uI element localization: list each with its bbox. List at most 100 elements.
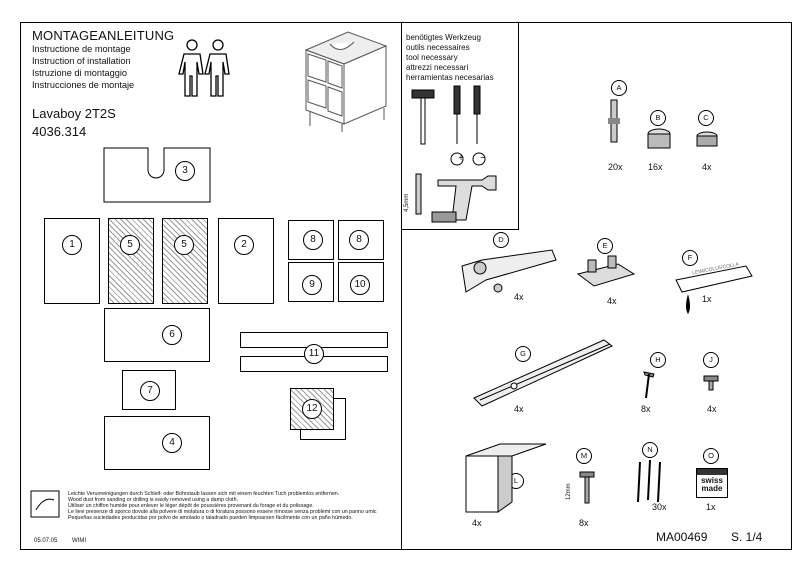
hardware-qty-b: 16x bbox=[648, 162, 663, 172]
tools-line-es: herramientas necesarias bbox=[406, 73, 494, 82]
hardware-qty-o: 1x bbox=[706, 502, 716, 512]
hardware-qty-g: 4x bbox=[514, 404, 524, 414]
sticker-line-1: swiss bbox=[701, 476, 723, 485]
screwdriver-plus-icon bbox=[453, 85, 461, 144]
note-line-it: Le lievi presenze di sporco dovute alla … bbox=[68, 509, 377, 515]
hardware-qty-j: 4x bbox=[707, 404, 717, 414]
tools-line-en: tool necessary bbox=[406, 53, 458, 62]
panel-4-drawing bbox=[104, 416, 210, 470]
subtitle-fr: Instructione de montage bbox=[32, 44, 131, 54]
panel-label-8b: 8 bbox=[349, 230, 369, 250]
hardware-label-f: F bbox=[682, 250, 698, 266]
bolt-icon bbox=[579, 471, 595, 504]
hardware-label-n: N bbox=[642, 442, 658, 458]
hardware-label-c: C bbox=[698, 110, 714, 126]
sticker-line-2: made bbox=[701, 484, 723, 493]
page-frame bbox=[20, 22, 792, 550]
hardware-qty-m: 8x bbox=[579, 518, 589, 528]
panel-label-12: 12 bbox=[302, 399, 322, 419]
hardware-label-a: A bbox=[611, 80, 627, 96]
plus-symbol: + bbox=[458, 153, 464, 164]
panel-5a-drawing bbox=[108, 218, 154, 304]
swiss-made-sticker: swiss made bbox=[696, 468, 728, 498]
note-line-de: Leichte Verunreinigungen durch Schleif- … bbox=[68, 491, 340, 497]
panel-label-4: 4 bbox=[162, 433, 182, 453]
drawer-runner-icon bbox=[473, 339, 613, 407]
hinge-plate-icon bbox=[576, 255, 636, 287]
bumper-icon bbox=[703, 375, 719, 391]
tools-box bbox=[401, 22, 519, 230]
drill-size-label: 4,5mm bbox=[404, 193, 410, 212]
screwdriver-minus-icon bbox=[473, 85, 481, 144]
hardware-qty-c: 4x bbox=[702, 162, 712, 172]
panel-label-7: 7 bbox=[140, 381, 160, 401]
hammer-icon bbox=[411, 89, 435, 145]
subtitle-it: Istruzione di montaggio bbox=[32, 68, 127, 78]
slotted-symbol-icon bbox=[472, 152, 486, 166]
panel-label-2: 2 bbox=[234, 235, 254, 255]
hinge-icon bbox=[461, 249, 557, 293]
nails-icon bbox=[637, 459, 661, 503]
page-divider bbox=[401, 22, 402, 550]
footer-author: WIMI bbox=[72, 538, 86, 544]
article-number: 4036.314 bbox=[32, 124, 87, 139]
tools-line-de: benötigtes Werkzeug bbox=[406, 33, 482, 42]
two-persons-icon bbox=[178, 39, 230, 97]
hardware-qty-l: 4x bbox=[472, 518, 482, 528]
panel-6-drawing bbox=[104, 308, 210, 362]
hardware-label-j: J bbox=[703, 352, 719, 368]
tools-line-fr: outils necessaires bbox=[406, 43, 470, 52]
glue-bottle-icon bbox=[675, 265, 753, 314]
note-line-en: Wood dust from sanding or drilling is ea… bbox=[68, 497, 239, 503]
panel-label-3: 3 bbox=[175, 161, 195, 181]
screw-icon bbox=[643, 371, 655, 399]
footer-doc-number: MA00469 bbox=[656, 530, 708, 544]
panel-2-drawing bbox=[218, 218, 274, 304]
phillips-symbol-icon bbox=[450, 152, 464, 166]
subtitle-en: Instruction of installation bbox=[32, 56, 131, 66]
panel-label-6: 6 bbox=[162, 325, 182, 345]
note-line-fr: Utiliser un chiffon humide pour enlever … bbox=[68, 503, 314, 509]
dowel-icon bbox=[608, 99, 620, 143]
panel-label-1: 1 bbox=[62, 235, 82, 255]
hardware-qty-a: 20x bbox=[608, 162, 623, 172]
hardware-qty-n: 30x bbox=[652, 502, 667, 512]
panel-label-5b: 5 bbox=[174, 235, 194, 255]
drill-bit-icon bbox=[415, 173, 422, 215]
hardware-label-d: D bbox=[493, 232, 509, 248]
cleaning-cloth-icon bbox=[30, 490, 60, 518]
panel-9-drawing bbox=[288, 262, 334, 302]
footer-page: S. 1/4 bbox=[731, 530, 763, 544]
hardware-label-m: M bbox=[576, 448, 592, 464]
hardware-qty-d: 4x bbox=[514, 292, 524, 302]
panel-10-drawing bbox=[338, 262, 384, 302]
hardware-qty-e: 4x bbox=[607, 296, 617, 306]
tools-line-it: attrezzi necessari bbox=[406, 63, 469, 72]
panel-7-drawing bbox=[122, 370, 176, 410]
connector-cap-icon bbox=[696, 131, 718, 147]
hardware-label-h: H bbox=[650, 352, 666, 368]
panel-label-11: 11 bbox=[304, 344, 324, 364]
panel-8b-drawing bbox=[338, 220, 384, 260]
footer-date: 05.07.05 bbox=[34, 538, 58, 544]
hardware-label-o: O bbox=[703, 448, 719, 464]
panel-label-8a: 8 bbox=[303, 230, 323, 250]
panel-1-drawing bbox=[44, 218, 100, 304]
leg-icon bbox=[465, 443, 547, 513]
hardware-qty-h: 8x bbox=[641, 404, 651, 414]
hardware-label-e: E bbox=[597, 238, 613, 254]
subtitle-es: Instrucciones de montaje bbox=[32, 80, 135, 90]
panel-label-9: 9 bbox=[302, 275, 322, 295]
panel-5b-drawing bbox=[162, 218, 208, 304]
hardware-qty-f: 1x bbox=[702, 294, 712, 304]
tools-illustration bbox=[411, 85, 497, 223]
cam-lock-icon bbox=[647, 128, 671, 149]
hardware-label-b: B bbox=[650, 110, 666, 126]
cabinet-illustration-icon bbox=[304, 31, 388, 132]
product-name: Lavaboy 2T2S bbox=[32, 106, 116, 121]
cordless-drill-icon bbox=[431, 175, 497, 223]
minus-symbol: − bbox=[480, 153, 486, 164]
panel-label-10: 10 bbox=[350, 275, 370, 295]
panel-8a-drawing bbox=[288, 220, 334, 260]
page-title: MONTAGEANLEITUNG bbox=[32, 28, 175, 43]
